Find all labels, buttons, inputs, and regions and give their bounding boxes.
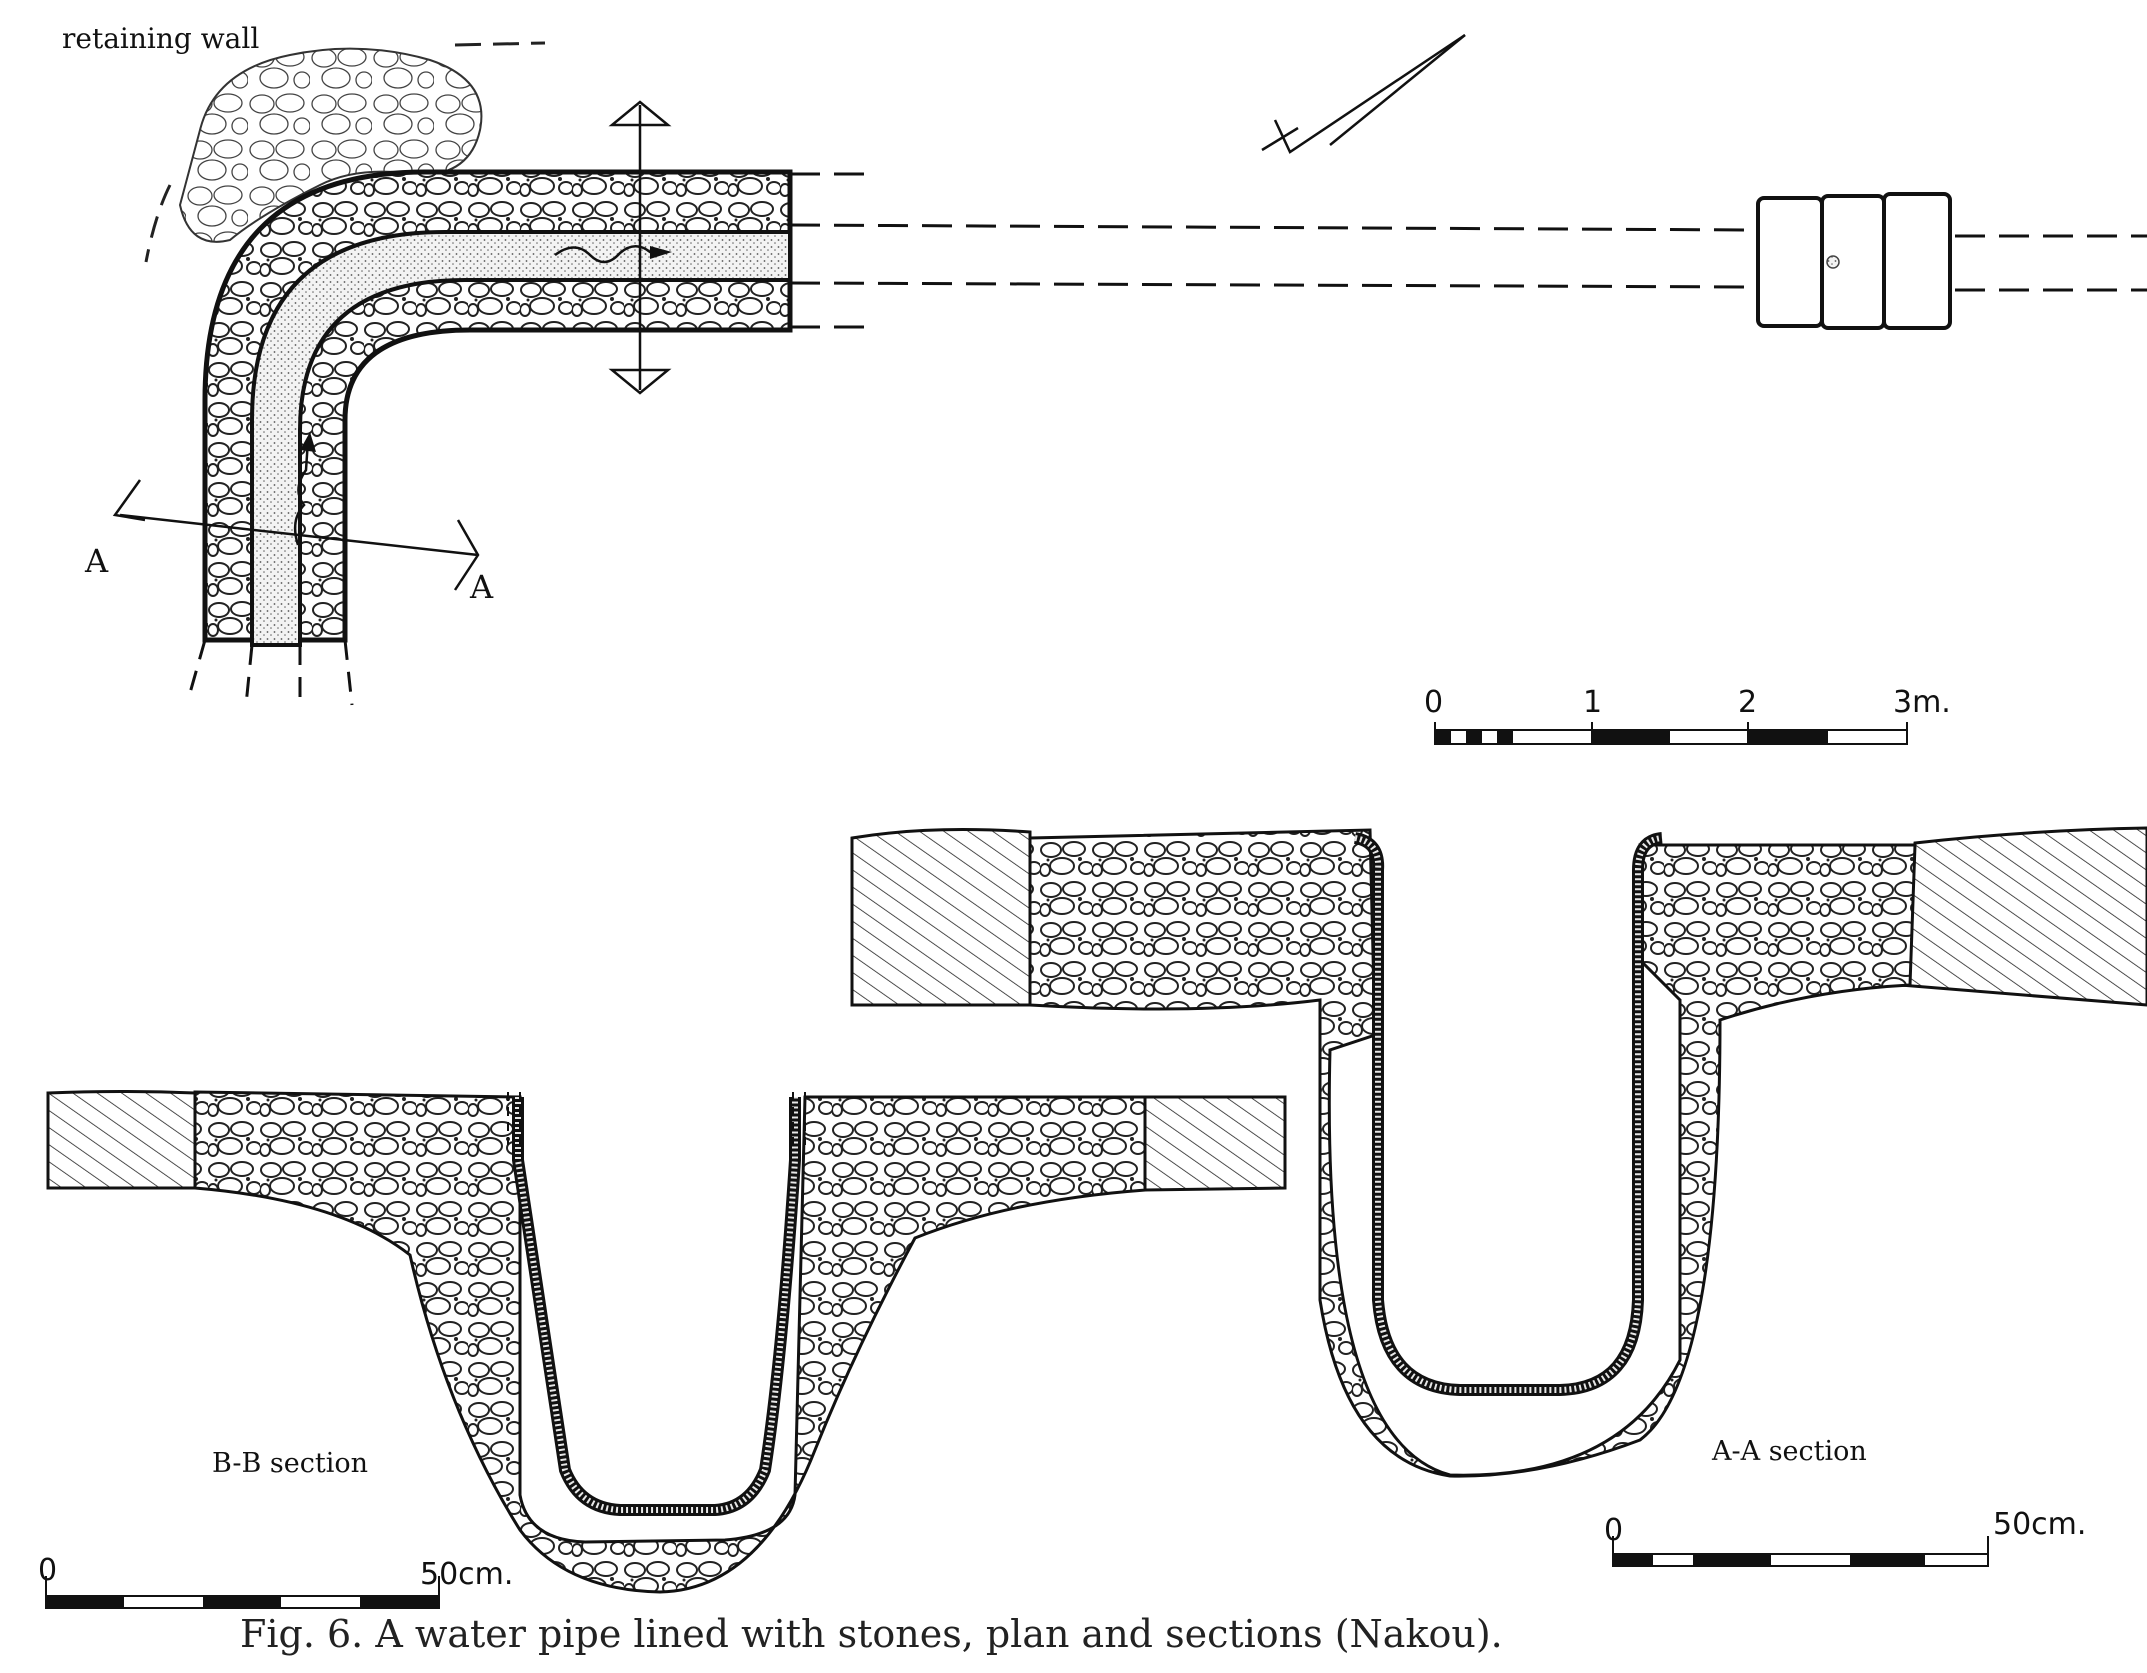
flow-arrow-vertical	[293, 439, 310, 546]
plan-scale-tick-3: 3m.	[1893, 685, 1951, 720]
aa-section: 0 50cm. A-A section	[850, 826, 2147, 1567]
bb-ground-hatch-left	[46, 1090, 197, 1190]
section-a-left-label: A	[84, 542, 109, 580]
bb-channel-lining-inner	[515, 1097, 798, 1513]
retaining-wall-label: retaining wall	[62, 22, 259, 55]
retaining-wall-dash-left	[144, 184, 172, 263]
section-a-right-label: A	[469, 568, 494, 606]
pipe-continuation-lower	[186, 639, 354, 706]
bb-ground-hatch-right	[1143, 1095, 1287, 1192]
plan-scale-tick-2: 2	[1738, 685, 1757, 720]
figure-caption: Fig. 6. A water pipe lined with stones, …	[240, 1612, 1503, 1656]
aa-section-label: A-A section	[1711, 1436, 1867, 1467]
aa-scale-bar	[1612, 1536, 1989, 1567]
pipe-continuation-right	[789, 172, 2147, 329]
plan-scale-tick-1: 1	[1583, 685, 1602, 720]
plan-scale-tick-0: 0	[1424, 685, 1443, 720]
plan-view: A A retaining wall 0	[62, 22, 2147, 745]
flow-arrow-horizontal-head	[650, 246, 672, 259]
retaining-wall-stones	[178, 47, 483, 243]
retaining-wall-dash-top	[454, 41, 546, 47]
aa-ground-hatch-left	[850, 828, 1032, 1007]
aa-scale-end: 50cm.	[1993, 1507, 2086, 1542]
bb-section-label: B-B section	[212, 1448, 368, 1479]
bb-stone-packing	[193, 1090, 1147, 1594]
aa-scale-start: 0	[1604, 1513, 1623, 1548]
bb-scale-start: 0	[38, 1553, 57, 1588]
flow-arrow-horizontal	[554, 245, 660, 264]
aa-channel-interior	[1390, 845, 1626, 1380]
bb-section: 0 50cm. B-B section	[38, 1090, 1287, 1609]
pipe-channel	[250, 230, 792, 647]
bb-scale-bar	[45, 1576, 440, 1609]
north-arrow-icon	[1261, 33, 1466, 154]
bb-channel-interior	[532, 1097, 781, 1496]
pipe-junction-box	[1756, 192, 1952, 330]
bb-scale-end: 50cm.	[420, 1557, 513, 1592]
plan-scale-bar	[1434, 722, 1908, 745]
section-marker-b	[608, 100, 672, 395]
flow-arrow-vertical-head	[300, 432, 316, 452]
aa-stone-packing	[1028, 828, 1917, 1478]
aa-ground-hatch-right	[1898, 826, 2147, 1007]
aa-channel-lining-inner	[1354, 835, 1663, 1393]
section-marker-a	[112, 479, 480, 591]
bb-pipe-dashes	[507, 1092, 806, 1145]
